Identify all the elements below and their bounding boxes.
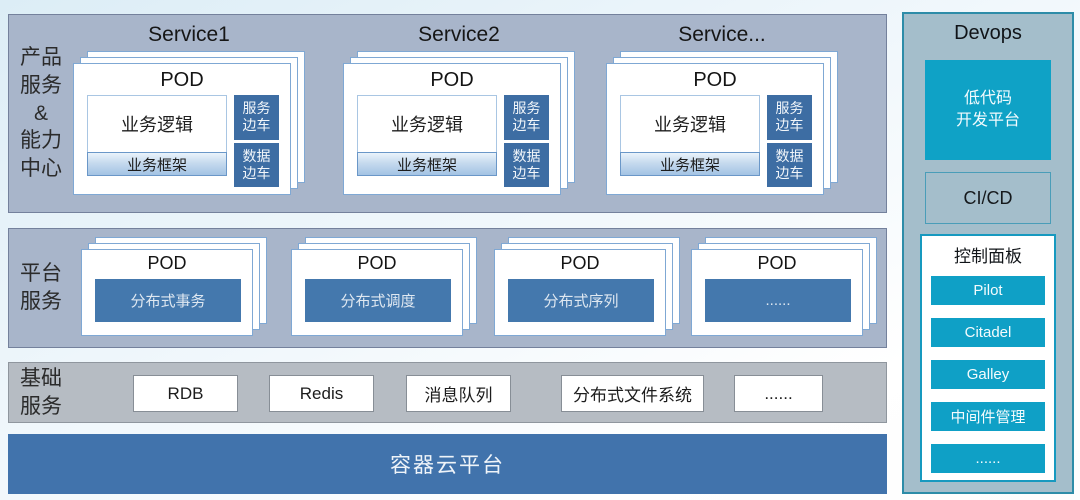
products-band-label: 产品 服务 & 能力 中心 [20, 46, 62, 181]
pod-card: POD 业务逻辑 业务框架 服务 边车 数据 边车 [73, 63, 291, 195]
business-framework-bar: 业务框架 [357, 152, 497, 176]
service-title: Service... [678, 23, 766, 46]
more-infra-box: ...... [734, 375, 823, 412]
platform-pod-card: POD ...... [691, 249, 863, 336]
platform-band-label: 平台 服务 [20, 262, 62, 313]
sidecar-column: 服务 边车 数据 边车 [504, 95, 549, 187]
more-control-box: ...... [931, 444, 1045, 473]
data-sidecar-box: 数据 边车 [767, 142, 812, 187]
devops-title: Devops [954, 22, 1022, 44]
devops-column: Devops 低代码 开发平台 CI/CD 控制面板 Pilot Citadel… [902, 12, 1074, 494]
platform-pod-card: POD 分布式序列 [494, 249, 666, 336]
pod-label: POD [693, 69, 737, 91]
distributed-filesystem-box: 分布式文件系统 [561, 375, 704, 412]
platform-pod-stack: POD 分布式调度 [291, 237, 477, 336]
pod-label: POD [357, 253, 397, 273]
pod-label: POD [560, 253, 600, 273]
middleware-management-box: 中间件管理 [931, 402, 1045, 431]
business-logic-box: 业务逻辑 [87, 95, 227, 153]
platform-pod-stack: POD 分布式事务 [81, 237, 267, 336]
business-logic-box: 业务逻辑 [620, 95, 760, 153]
pod-body: 业务逻辑 业务框架 服务 边车 数据 边车 [344, 93, 560, 187]
data-sidecar-box: 数据 边车 [234, 142, 279, 187]
pod-stack: POD 业务逻辑 业务框架 服务 边车 数据 边车 [606, 51, 838, 195]
service-group-3: Service... POD 业务逻辑 业务框架 服务 边车 数据 边车 [606, 23, 856, 195]
sidecar-column: 服务 边车 数据 边车 [234, 95, 279, 187]
service-group-1: Service1 POD 业务逻辑 业务框架 服务 边车 数据 边车 [73, 23, 323, 195]
logic-column: 业务逻辑 业务框架 [620, 95, 760, 187]
platform-pod-card: POD 分布式调度 [291, 249, 463, 336]
lowcode-platform-box: 低代码 开发平台 [925, 60, 1051, 160]
galley-box: Galley [931, 360, 1045, 389]
pod-card: POD 业务逻辑 业务框架 服务 边车 数据 边车 [606, 63, 824, 195]
rdb-box: RDB [133, 375, 238, 412]
logic-column: 业务逻辑 业务框架 [357, 95, 497, 187]
business-framework-bar: 业务框架 [620, 152, 760, 176]
pod-stack: POD 业务逻辑 业务框架 服务 边车 数据 边车 [343, 51, 575, 195]
business-logic-box: 业务逻辑 [357, 95, 497, 153]
service-sidecar-box: 服务 边车 [234, 95, 279, 140]
platform-pod-stack: POD ...... [691, 237, 877, 336]
infra-band-label: 基础 服务 [20, 366, 62, 418]
distributed-scheduling-bar: 分布式调度 [305, 279, 451, 322]
pod-card: POD 业务逻辑 业务框架 服务 边车 数据 边车 [343, 63, 561, 195]
infra-band: 基础 服务 RDB Redis 消息队列 分布式文件系统 ...... [8, 362, 887, 423]
pod-label: POD [757, 253, 797, 273]
pod-body: 业务逻辑 业务框架 服务 边车 数据 边车 [607, 93, 823, 187]
pod-label: POD [160, 69, 204, 91]
service-group-2: Service2 POD 业务逻辑 业务框架 服务 边车 数据 边车 [343, 23, 593, 195]
platform-pod-card: POD 分布式事务 [81, 249, 253, 336]
cloud-platform-label: 容器云平台 [390, 454, 505, 477]
control-panel-title: 控制面板 [954, 247, 1022, 266]
sidecar-column: 服务 边车 数据 边车 [767, 95, 812, 187]
citadel-box: Citadel [931, 318, 1045, 347]
control-panel-items: Pilot Citadel Galley 中间件管理 ...... [922, 267, 1054, 473]
logic-column: 业务逻辑 业务框架 [87, 95, 227, 187]
data-sidecar-box: 数据 边车 [504, 142, 549, 187]
pilot-box: Pilot [931, 276, 1045, 305]
message-queue-box: 消息队列 [406, 375, 511, 412]
service-sidecar-box: 服务 边车 [504, 95, 549, 140]
cicd-box: CI/CD [925, 172, 1051, 224]
pod-label: POD [430, 69, 474, 91]
more-services-bar: ...... [705, 279, 851, 322]
distributed-transaction-bar: 分布式事务 [95, 279, 241, 322]
service-title: Service1 [148, 23, 230, 46]
service-title: Service2 [418, 23, 500, 46]
platform-pod-stack: POD 分布式序列 [494, 237, 680, 336]
business-framework-bar: 业务框架 [87, 152, 227, 176]
platform-band: 平台 服务 POD 分布式事务 POD 分布式调度 POD 分布式序列 [8, 228, 887, 348]
pod-label: POD [147, 253, 187, 273]
distributed-sequence-bar: 分布式序列 [508, 279, 654, 322]
service-sidecar-box: 服务 边车 [767, 95, 812, 140]
products-band: 产品 服务 & 能力 中心 Service1 POD 业务逻辑 业务框架 服务 … [8, 14, 887, 213]
cloud-platform-band: 容器云平台 [8, 434, 887, 494]
control-panel: 控制面板 Pilot Citadel Galley 中间件管理 ...... [920, 234, 1056, 482]
pod-stack: POD 业务逻辑 业务框架 服务 边车 数据 边车 [73, 51, 305, 195]
pod-body: 业务逻辑 业务框架 服务 边车 数据 边车 [74, 93, 290, 187]
redis-box: Redis [269, 375, 374, 412]
